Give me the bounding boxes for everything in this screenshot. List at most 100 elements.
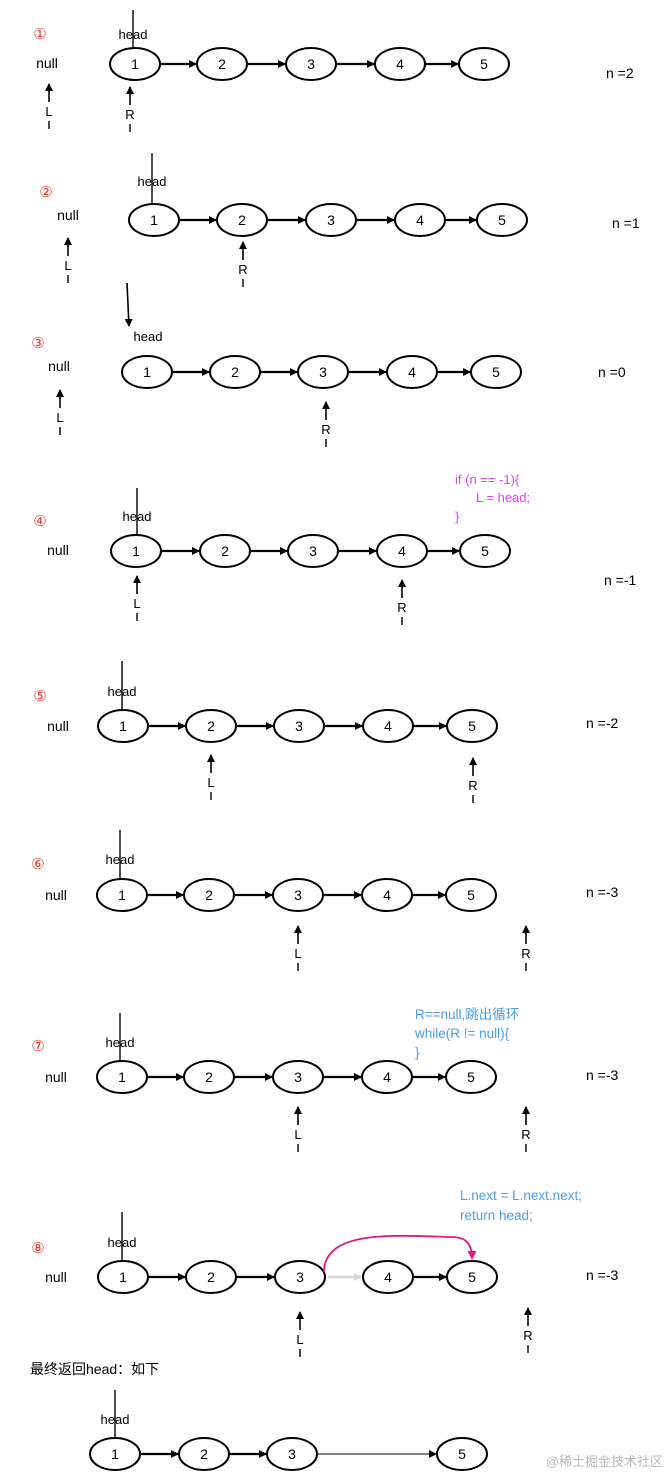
final-caption: 最终返回head：如下	[30, 1361, 159, 1377]
head-pointer: head	[124, 282, 163, 344]
list-node: 2	[209, 355, 261, 389]
node-ellipse	[216, 203, 268, 237]
L-pointer: L	[45, 83, 53, 129]
node-value: 4	[384, 1269, 392, 1285]
head-label: head	[108, 684, 137, 699]
n-counter: n =0	[598, 364, 626, 380]
L-pointer: L	[294, 1106, 302, 1152]
null-label: null	[36, 55, 58, 71]
head-arrow	[124, 282, 133, 327]
node-value: 2	[207, 1269, 215, 1285]
list-node: 5	[459, 534, 511, 568]
node-value: 5	[467, 1069, 475, 1085]
node-value: 2	[218, 56, 226, 72]
R-pointer-label: R	[125, 107, 134, 122]
list-node: 4	[376, 534, 428, 568]
list-node: 2	[216, 203, 268, 237]
node-ellipse	[274, 1260, 326, 1294]
node-ellipse	[121, 355, 173, 389]
list-node: 5	[458, 47, 510, 81]
list-node: 1	[128, 203, 180, 237]
code-note-line: if (n == -1){	[455, 472, 520, 487]
code-note-line: L.next = L.next.next;	[460, 1188, 582, 1203]
list-node: 2	[185, 709, 237, 743]
node-ellipse	[445, 1060, 497, 1094]
node-ellipse	[272, 878, 324, 912]
node-ellipse	[361, 878, 413, 912]
node-ellipse	[374, 47, 426, 81]
list-node: 2	[185, 1260, 237, 1294]
L-pointer-label: L	[45, 104, 52, 119]
node-value: 4	[398, 543, 406, 559]
step-marker: ⑥	[31, 856, 44, 873]
L-pointer: L	[294, 925, 302, 971]
list-node: 3	[272, 1060, 324, 1094]
code-note-line: return head;	[460, 1208, 533, 1223]
n-counter: n =-3	[586, 1267, 619, 1283]
step-marker: ④	[33, 513, 46, 530]
node-ellipse	[183, 1060, 235, 1094]
node-value: 4	[384, 718, 392, 734]
node-ellipse	[196, 47, 248, 81]
null-label: null	[47, 542, 69, 558]
node-ellipse	[436, 1437, 488, 1471]
list-node: 2	[178, 1437, 230, 1471]
list-node: 5	[446, 709, 498, 743]
node-value: 2	[200, 1446, 208, 1462]
list-node: 2	[183, 878, 235, 912]
step-marker: ③	[31, 335, 44, 352]
list-node: 1	[97, 1260, 149, 1294]
head-label: head	[101, 1412, 130, 1427]
code-note-line: }	[455, 509, 460, 524]
head-label: head	[134, 329, 163, 344]
head-label: head	[123, 509, 152, 524]
node-ellipse	[96, 1060, 148, 1094]
list-node: 3	[287, 534, 339, 568]
list-node: 5	[476, 203, 528, 237]
list-node: 4	[386, 355, 438, 389]
node-value: 5	[481, 543, 489, 559]
L-pointer: L	[64, 237, 72, 283]
null-label: null	[47, 718, 69, 734]
node-ellipse	[209, 355, 261, 389]
code-note-line: L = head;	[476, 490, 530, 505]
L-pointer: L	[133, 575, 141, 621]
R-pointer: R	[521, 1106, 531, 1152]
code-note-line: while(R != null){	[414, 1026, 510, 1041]
n-counter: n =1	[612, 215, 640, 231]
list-node: 5	[470, 355, 522, 389]
list-node: 3	[297, 355, 349, 389]
list-node: 4	[362, 1260, 414, 1294]
node-value: 2	[207, 718, 215, 734]
head-label: head	[106, 852, 135, 867]
L-pointer-label: L	[296, 1332, 303, 1347]
null-label: null	[48, 358, 70, 374]
watermark: @稀土掘金技术社区	[546, 1454, 663, 1469]
null-label: null	[45, 1269, 67, 1285]
node-value: 4	[416, 212, 424, 228]
node-value: 3	[319, 364, 327, 380]
L-pointer: L	[56, 389, 64, 435]
list-node: 4	[394, 203, 446, 237]
node-value: 5	[468, 718, 476, 734]
node-ellipse	[272, 1060, 324, 1094]
list-node: 2	[199, 534, 251, 568]
head-label: head	[108, 1235, 137, 1250]
n-counter: n =2	[606, 65, 634, 81]
node-value: 3	[327, 212, 335, 228]
L-pointer: L	[207, 754, 215, 800]
L-pointer-label: L	[133, 596, 140, 611]
list-node: 3	[266, 1437, 318, 1471]
R-pointer-label: R	[238, 262, 247, 277]
list-node: 1	[89, 1437, 141, 1471]
node-value: 3	[309, 543, 317, 559]
node-value: 3	[288, 1446, 296, 1462]
null-label: null	[45, 887, 67, 903]
